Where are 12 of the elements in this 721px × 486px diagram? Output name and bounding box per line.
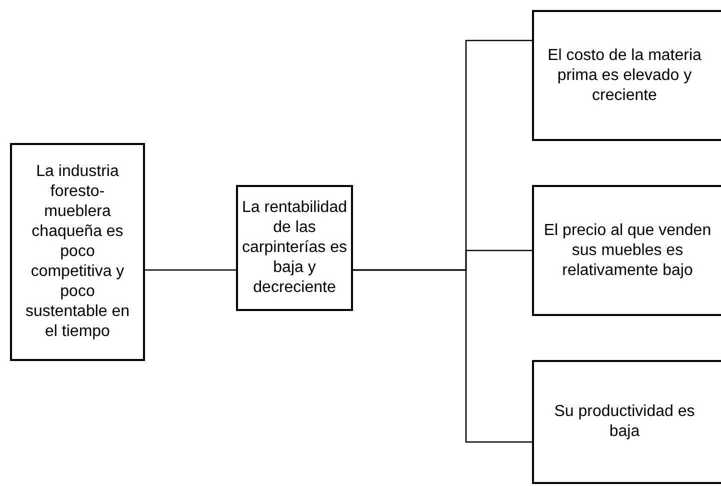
connector-line — [145, 269, 236, 271]
process-box — [10, 143, 145, 361]
connector-line — [353, 269, 532, 443]
box-text: La industria foresto-mueblera chaqueña es poco competitiva y poco sustentable en el tiempo — [24, 162, 131, 342]
box-text: El precio al que venden sus muebles es relativamente bajo — [542, 220, 712, 280]
box-text: Su productividad es baja — [553, 402, 696, 442]
process-box — [236, 185, 353, 311]
box-text: El costo de la materia prima es elevado y creciente — [546, 46, 702, 106]
box-text: La rentabilidad de las carpinterías es baja y decreciente — [241, 198, 348, 298]
process-box — [532, 185, 721, 316]
process-box — [532, 10, 721, 141]
process-box — [532, 360, 721, 484]
